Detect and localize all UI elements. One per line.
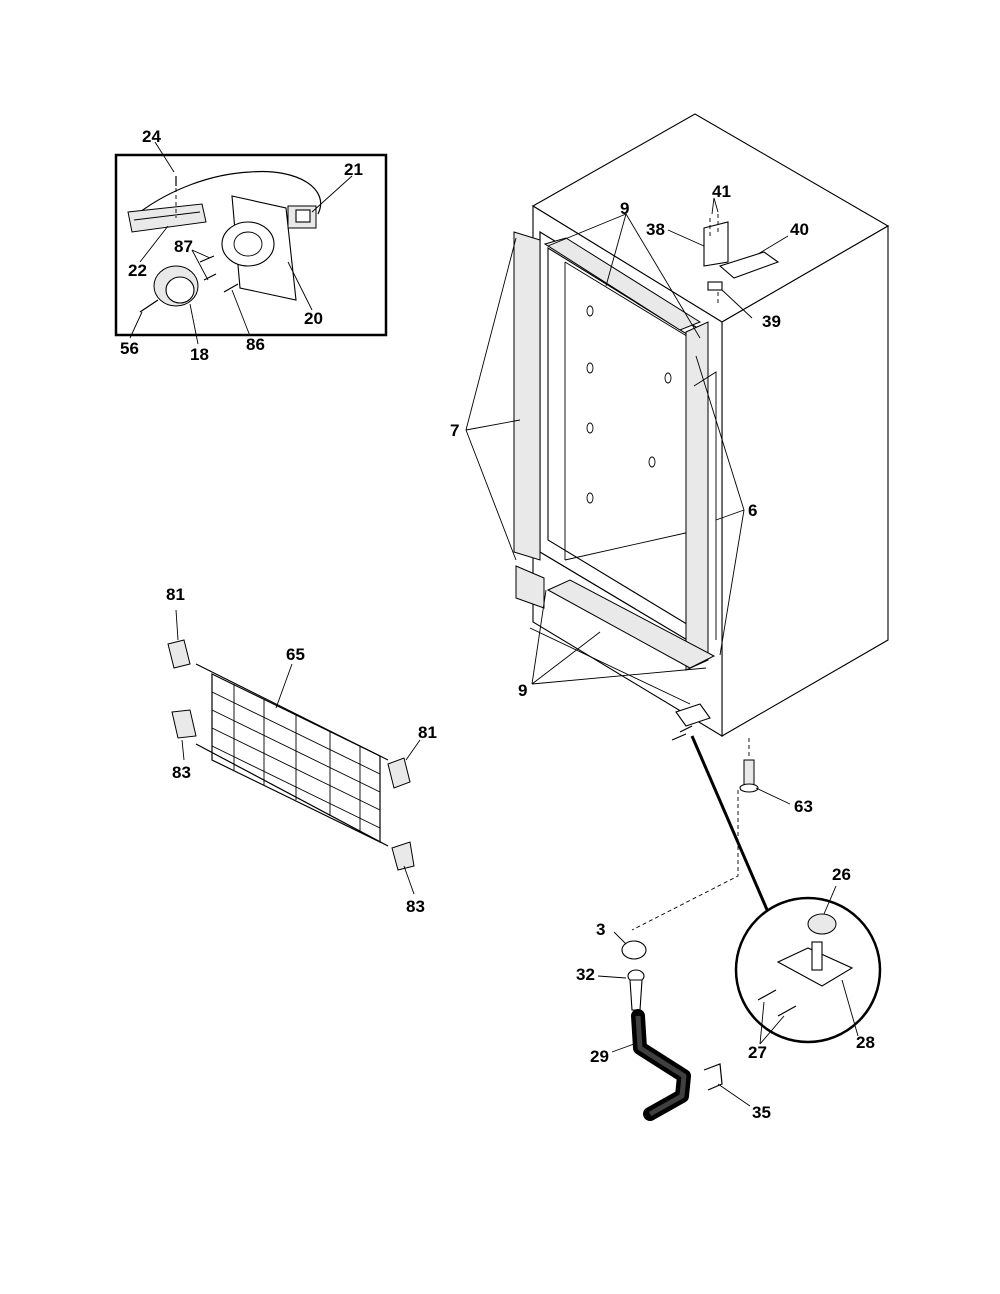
callout-39: 39 — [762, 312, 781, 331]
callout-labels: 24 21 87 22 20 56 18 86 9 41 38 40 39 7 … — [120, 127, 875, 1122]
drain-assembly — [597, 735, 770, 1121]
callout-21: 21 — [344, 160, 363, 179]
callout-26: 26 — [832, 865, 851, 884]
callout-41: 41 — [712, 182, 731, 201]
callout-65: 65 — [286, 645, 305, 664]
callout-81-right: 81 — [418, 723, 437, 742]
leveling-leg — [743, 759, 755, 787]
callout-83-right: 83 — [406, 897, 425, 916]
callout-87: 87 — [174, 237, 193, 256]
wire-basket — [167, 609, 421, 895]
callout-63: 63 — [794, 797, 813, 816]
inset-frame — [114, 153, 388, 337]
callout-6: 6 — [748, 501, 757, 520]
callout-86: 86 — [246, 335, 265, 354]
screw-86 — [223, 283, 239, 293]
tube-clip — [703, 1063, 723, 1091]
callout-56: 56 — [120, 339, 139, 358]
screw-87a — [199, 255, 215, 263]
timer-face — [295, 209, 311, 223]
callout-29: 29 — [590, 1047, 609, 1066]
hinge-detail-circle — [734, 885, 882, 1045]
callout-3: 3 — [596, 920, 605, 939]
leveling-leg-foot — [739, 783, 759, 793]
inset-fan-assembly — [114, 141, 388, 345]
callout-28: 28 — [856, 1033, 875, 1052]
callout-83-left: 83 — [172, 763, 191, 782]
capillary-wire — [139, 170, 322, 215]
left-breaker-strip — [513, 231, 541, 561]
drain-plug — [621, 940, 647, 960]
callout-18: 18 — [190, 345, 209, 364]
hinge-pin — [811, 941, 823, 971]
callout-38: 38 — [646, 220, 665, 239]
fan-ring — [221, 221, 275, 267]
freezer-cabinet — [465, 113, 890, 805]
callout-27: 27 — [748, 1043, 767, 1062]
drain-tube — [631, 1009, 691, 1121]
top-hinge — [703, 221, 729, 267]
hinge-pin-cap — [807, 913, 837, 935]
callout-9-top: 9 — [620, 199, 629, 218]
bottom-hinge — [675, 703, 711, 727]
fan-ring-inner — [233, 231, 263, 257]
callout-81-left: 81 — [166, 585, 185, 604]
callout-40: 40 — [790, 220, 809, 239]
left-breaker-lower — [515, 565, 545, 609]
screw-87b — [203, 273, 217, 281]
top-breaker-strip — [543, 237, 702, 331]
basket-guide-upper-left — [167, 639, 191, 669]
callout-32: 32 — [576, 965, 595, 984]
hinge-spacer — [707, 281, 723, 291]
callout-9-bottom: 9 — [518, 681, 527, 700]
defrost-heater — [127, 203, 207, 233]
callout-7: 7 — [450, 421, 459, 440]
callout-22: 22 — [128, 261, 147, 280]
hinge-arm — [718, 251, 780, 279]
callout-20: 20 — [304, 309, 323, 328]
callout-24: 24 — [142, 127, 161, 146]
callout-35: 35 — [752, 1103, 771, 1122]
basket-guide-lower-left — [171, 709, 197, 739]
fan-motor-face — [165, 276, 195, 304]
drain-trough — [629, 979, 643, 1011]
screw-56 — [139, 299, 159, 313]
bottom-breaker-strip — [546, 579, 716, 669]
basket-guide-lower-right — [391, 841, 415, 871]
basket-guide-upper-right — [387, 757, 411, 789]
right-breaker-strip — [685, 321, 709, 671]
detail-leader — [690, 735, 770, 913]
